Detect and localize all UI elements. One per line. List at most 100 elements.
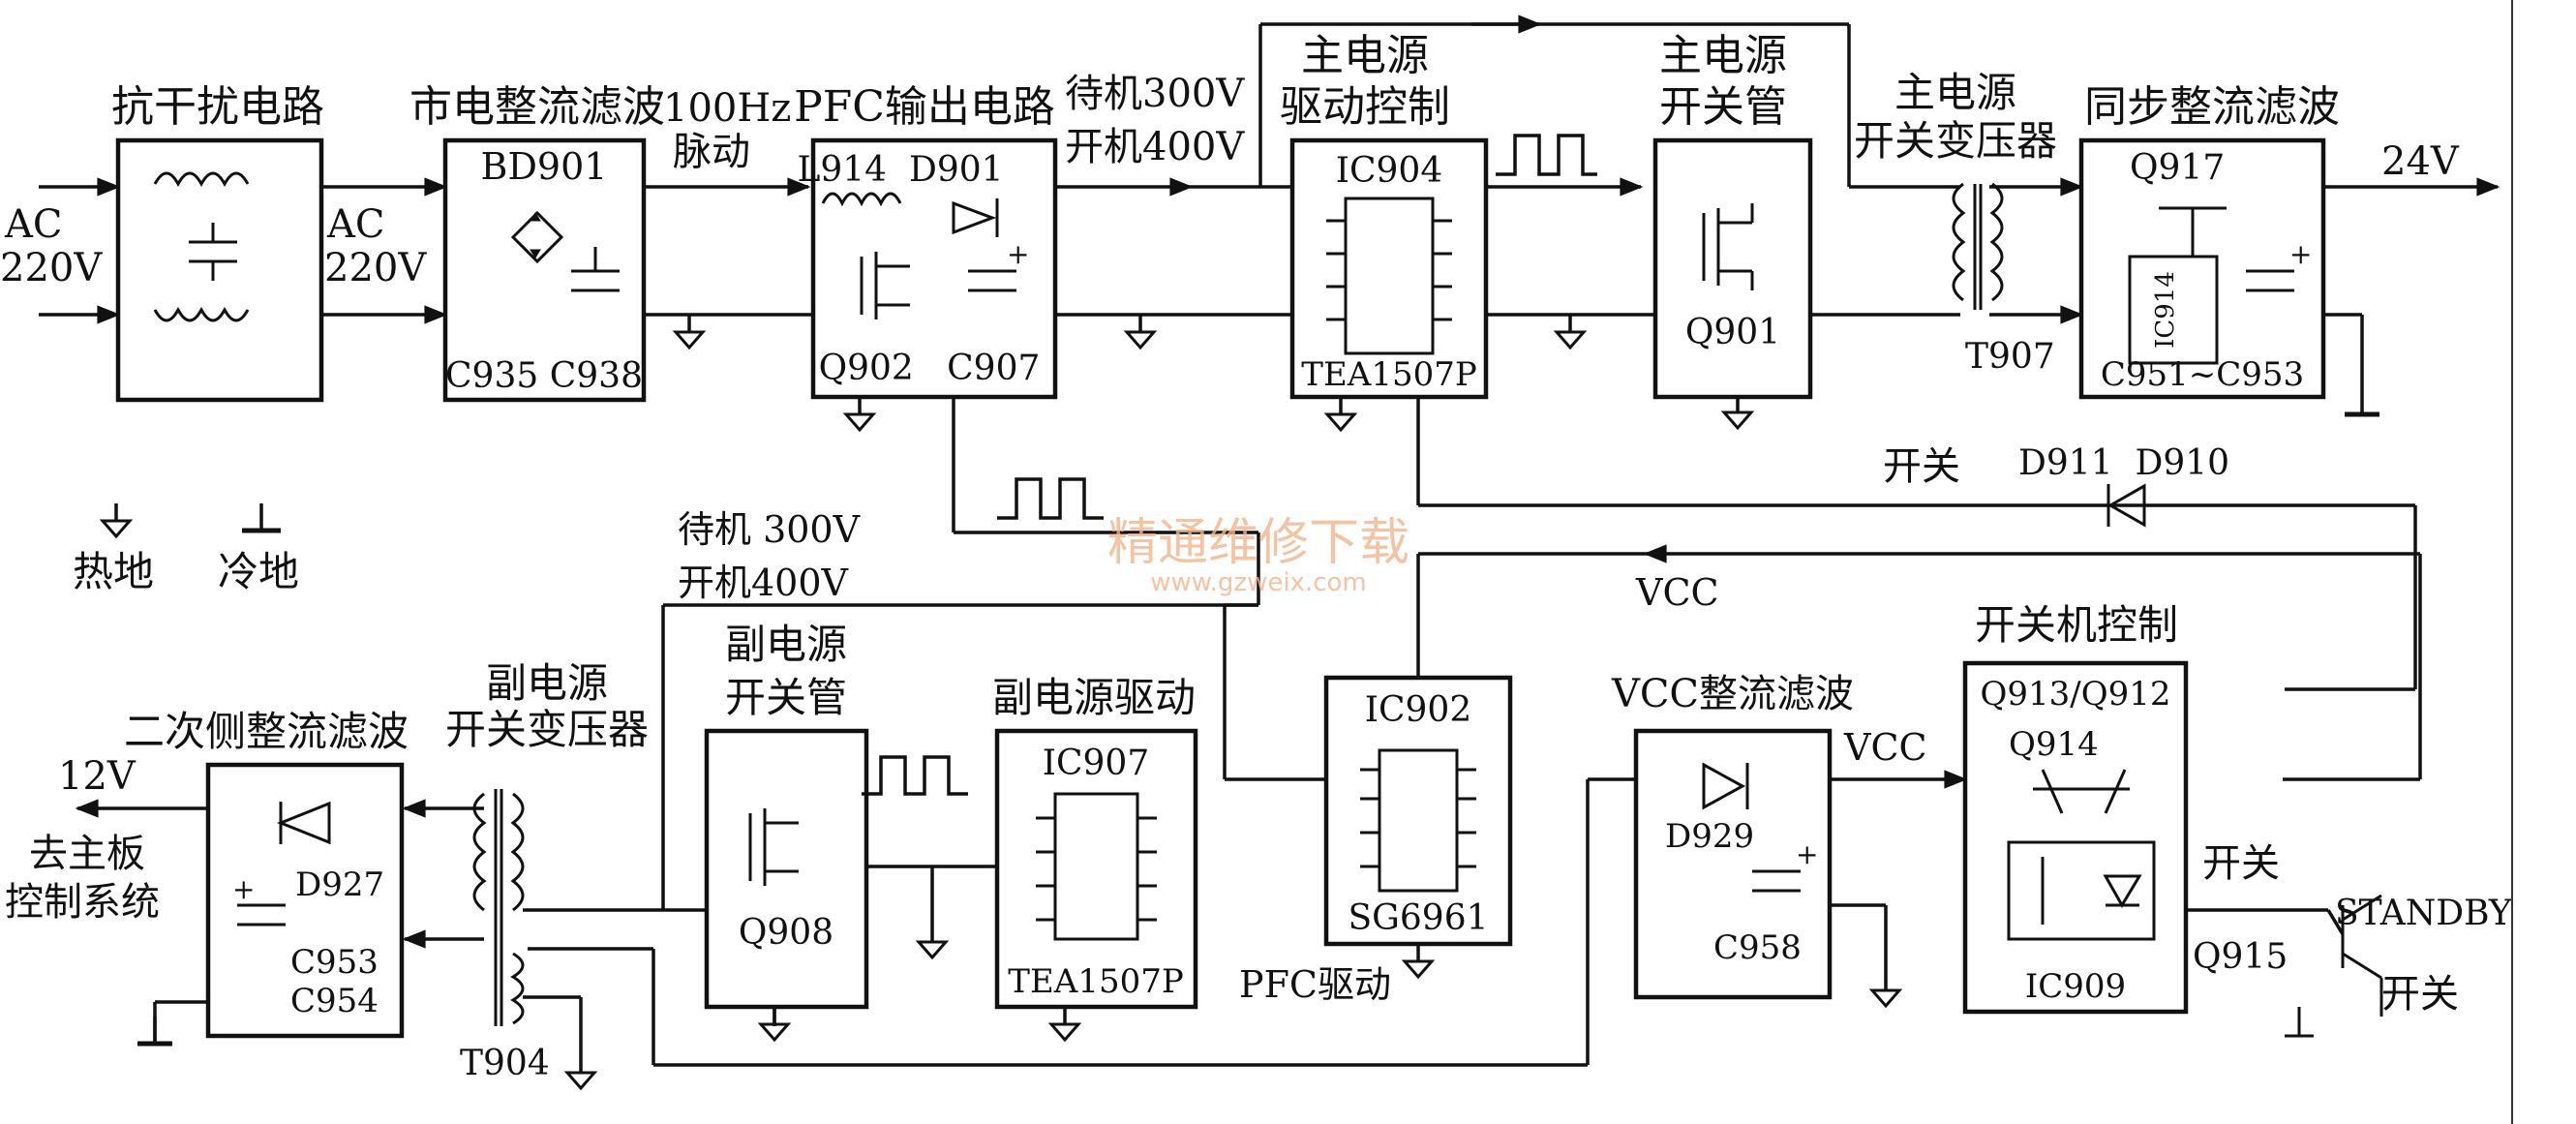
- svg-text:+: +: [1796, 838, 1818, 870]
- l914-d901-label: L914 D901: [797, 150, 1003, 190]
- c958-label: C958: [1713, 928, 1802, 967]
- pfc-voltage2-2: 开机400V: [678, 562, 849, 604]
- onoff-control-block: Q913/Q912 Q914 IC909: [1962, 660, 2189, 1015]
- ic902-block: IC902 SG6961: [1323, 675, 1513, 947]
- svg-text:+: +: [1007, 238, 1029, 270]
- onoff-top-close: 关: [1922, 444, 1960, 489]
- wiring: [39, 15, 2500, 1090]
- secondary-title: 二次侧整流滤波: [124, 708, 409, 755]
- main-xfmr-title-1: 主电源: [1894, 69, 2016, 116]
- t907-transformer: [1952, 182, 2004, 310]
- q917-label: Q917: [2130, 148, 2225, 188]
- q908-label: Q908: [739, 913, 833, 953]
- legend-hot-label: 热地: [73, 548, 154, 595]
- standby-label: STANDBY: [2335, 894, 2513, 933]
- q915-label: Q915: [2193, 937, 2288, 977]
- q902-c907-label: Q902 C907: [819, 349, 1041, 388]
- pfc-voltage2-1: 待机 300V: [678, 508, 861, 551]
- main-switch-title-1: 主电源: [1659, 31, 1787, 80]
- d911-d910-label: D911 D910: [2018, 443, 2229, 483]
- c954-label: C954: [290, 982, 379, 1020]
- d929-label: D929: [1665, 817, 1754, 856]
- t907-label: T907: [1965, 337, 2055, 377]
- vcc-rect-title: VCC整流滤波: [1611, 672, 1854, 716]
- watermark-url: www.gzweix.com: [1150, 568, 1367, 597]
- bridge-icon: [510, 210, 564, 264]
- ac-mid-label-1: AC: [326, 202, 385, 247]
- to-mainboard-1: 去主板: [29, 832, 145, 876]
- pulse-label-2: 脉动: [673, 130, 750, 174]
- aux-switch-title-2: 开关管: [725, 674, 847, 721]
- d929-diode-icon: [1702, 762, 1746, 810]
- aux-drive-title: 副电源驱动: [992, 674, 1196, 721]
- ic907-block: IC907 TEA1507P: [994, 728, 1198, 1010]
- onoff-mid-close: 关: [2241, 841, 2280, 886]
- vcc-top-label: VCC: [1635, 571, 1719, 614]
- sync-rect-block: Q917 IC914 + C951~C953: [2078, 137, 2326, 400]
- pulse-wave-icon: [1496, 134, 1597, 176]
- main-switch-title-2: 开关管: [1659, 82, 1787, 132]
- ac-input-label-1: AC: [4, 202, 63, 247]
- main-drive-title-1: 主电源: [1301, 31, 1429, 80]
- q908-block: Q908: [704, 728, 869, 1010]
- out-12v-label: 12V: [58, 754, 136, 799]
- c953-label: C953: [290, 943, 379, 982]
- main-drive-title-2: 驱动控制: [1280, 82, 1450, 132]
- q915-transistor: [2285, 894, 2383, 1038]
- ac-input-label-2: 220V: [0, 246, 103, 290]
- pulse-wave-icon: [862, 755, 968, 796]
- secondary-rect-block: D927 + C953 C954: [205, 762, 405, 1039]
- pulse-wave-icon: [997, 477, 1104, 520]
- vcc-right-label: VCC: [1843, 726, 1927, 769]
- legend-cold-label: 冷地: [218, 548, 299, 595]
- ic909-label: IC909: [2025, 967, 2126, 1006]
- emi-filter-block: [115, 137, 324, 403]
- tea1507p-aux-label: TEA1507P: [1008, 962, 1183, 1001]
- watermark: 精通维修下载 www.gzweix.com: [1107, 514, 1409, 597]
- diode-icon: [952, 200, 997, 235]
- ic904-label: IC904: [1336, 151, 1442, 191]
- q914-label: Q914: [2009, 725, 2099, 764]
- pfc-voltage-2: 开机400V: [1065, 125, 1245, 169]
- q901-block: Q901: [1652, 137, 1813, 400]
- watermark-cn: 精通维修下载: [1107, 514, 1409, 572]
- tea1507p-main-label: TEA1507P: [1301, 355, 1476, 394]
- onoff-ctrl-title: 开关机控制: [1975, 601, 2178, 649]
- aux-switch-title-1: 副电源: [725, 621, 847, 668]
- svg-text:+: +: [232, 873, 255, 905]
- ic904-block: IC904 TEA1507P: [1289, 137, 1489, 400]
- out-24v-label: 24V: [2381, 139, 2460, 184]
- t904-transformer: [472, 789, 525, 1026]
- onoff-top-open: 开: [1883, 444, 1922, 489]
- pfc-drive-label: PFC驱动: [1239, 963, 1391, 1006]
- hot-ground-icon: [101, 501, 132, 538]
- ic914-label: IC914: [2151, 271, 2180, 349]
- ic907-label: IC907: [1043, 744, 1149, 783]
- d927-diode-icon: [276, 801, 331, 845]
- t904-label: T904: [460, 1044, 550, 1083]
- cold-ground-icon: [242, 503, 281, 533]
- d911-d910-diode-icon: [2106, 483, 2146, 528]
- sync-title: 同步整流滤波: [2084, 82, 2340, 132]
- aux-xfmr-title-1: 副电源: [486, 659, 608, 707]
- onoff-bottom-close: 关: [2420, 972, 2459, 1017]
- svg-text:+: +: [2289, 238, 2312, 270]
- ic902-label: IC902: [1365, 690, 1471, 730]
- sg6961-label: SG6961: [1348, 898, 1488, 938]
- rect-title: 市电整流滤波: [409, 82, 665, 132]
- pulse-label-1: 100Hz: [663, 86, 791, 131]
- onoff-bottom-open: 开: [2381, 972, 2420, 1017]
- d927-label: D927: [295, 866, 384, 904]
- emi-title: 抗干扰电路: [111, 82, 324, 132]
- bd901-label: BD901: [481, 145, 608, 188]
- c935-c938-label: C935 C938: [445, 356, 643, 396]
- rectifier-block: BD901 C935 C938: [442, 137, 647, 403]
- pfc-voltage-1: 待机300V: [1065, 72, 1245, 116]
- main-xfmr-title-2: 开关变压器: [1854, 117, 2057, 165]
- onoff-mid-open: 开: [2202, 841, 2241, 886]
- c951-c953-label: C951~C953: [2101, 355, 2304, 394]
- text-labels: AC 220V 抗干扰电路 AC 220V 市电整流滤波 100Hz 脉动 PF…: [0, 31, 2513, 1083]
- pfc-title: PFC输出电路: [794, 82, 1055, 132]
- ac-mid-label-2: 220V: [324, 246, 427, 290]
